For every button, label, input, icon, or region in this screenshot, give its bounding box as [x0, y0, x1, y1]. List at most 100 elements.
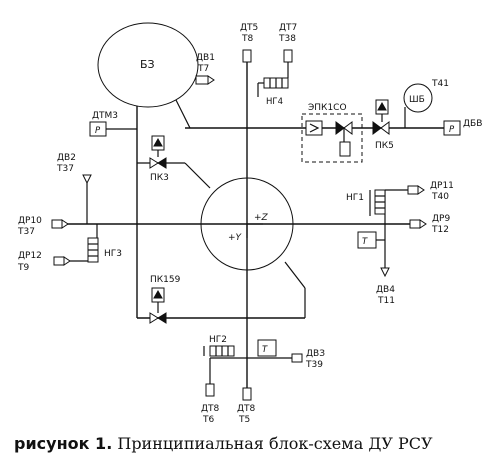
chamber-plus-y: +Y: [228, 233, 243, 243]
caption-text: Принципиальная блок-схема ДУ РСУ: [117, 434, 433, 453]
ng2-label: НГ2: [209, 335, 227, 345]
gauge-dtm3: ДТМ3 P: [89, 111, 137, 137]
pk159-label: ПК159: [150, 275, 181, 285]
dt8b-sensor-icon: [242, 387, 252, 401]
t40-label: Т40: [431, 192, 449, 202]
dbv-label: ДБВ: [463, 119, 482, 129]
t7-label: Т7: [197, 64, 209, 74]
dt5-sensor-icon: [242, 49, 252, 63]
sensor-dt8-b: ДТ8 Т5: [237, 387, 256, 425]
valve-pk159: ПК159: [149, 275, 181, 324]
sensor-dt8-a: ДТ8 Т6: [201, 383, 220, 425]
dr12-label: ДР12: [18, 251, 42, 261]
pk3-label: ПК3: [150, 173, 169, 183]
pk159-diag: [284, 261, 306, 289]
t8-top-label: Т8: [241, 34, 253, 44]
sensor-dr11: ДР11 Т40: [407, 181, 454, 202]
sensor-dv1: ДВ1 Т7: [195, 53, 215, 85]
ng3-label: НГ3: [104, 249, 122, 259]
tank-shb-shape: [403, 83, 433, 113]
dv4-label: ДВ4: [376, 285, 395, 295]
sensor-dt5: ДТ5 Т8: [240, 23, 258, 63]
sensor-dv2: ДВ2 Т37: [56, 153, 92, 185]
dr12-sensor-icon: [53, 256, 65, 266]
pk5-valve-icon: [372, 121, 382, 135]
dv2-label: ДВ2: [57, 153, 76, 163]
bottom-block: Т: [257, 339, 277, 357]
pk159-valve-icon: [149, 312, 159, 324]
heater-ng2: НГ2: [203, 335, 235, 357]
sensor-dt7: ДТ7 Т38: [278, 23, 297, 63]
t37-top-label: Т37: [56, 164, 74, 174]
heater-ng4: НГ4: [257, 77, 289, 107]
figure-caption: рисунок 1. Принципиальная блок-схема ДУ …: [14, 434, 484, 460]
t41-label: Т41: [431, 79, 449, 89]
dv4-sensor-icon: [380, 267, 390, 278]
valve-pk3: ПК3: [149, 135, 169, 183]
gauge-dbv: P ДБВ: [443, 119, 482, 136]
dr11-sensor-icon: [407, 185, 419, 195]
t9-label: Т9: [17, 263, 29, 273]
dt8a-sensor-icon: [205, 383, 215, 397]
t6-label: Т6: [202, 415, 214, 425]
sensor-dr10: ДР10 Т37: [17, 216, 69, 237]
epk1so-label: ЭПК1СО: [308, 103, 347, 113]
combustion-chamber: +Z +Y: [200, 177, 294, 271]
tank-b3: БЗ: [97, 22, 199, 108]
tank-shb: Т41 ШБ: [403, 79, 449, 113]
svg-text:Т: Т: [362, 237, 368, 247]
svg-text:P: P: [449, 125, 455, 135]
dv3-label: ДВЗ: [306, 349, 325, 359]
dr9-label: ДР9: [432, 214, 450, 224]
ng4-label: НГ4: [266, 97, 283, 107]
caption-prefix: рисунок 1.: [14, 434, 113, 453]
shb-label: ШБ: [409, 95, 425, 105]
dr11-label: ДР11: [430, 181, 454, 191]
heater-ng1: НГ1: [346, 189, 386, 216]
epk1so-frame: [301, 113, 363, 163]
tank-b3-shape: [97, 22, 199, 108]
chamber-plus-z: +Z: [254, 213, 269, 223]
sensor-dr9: ДР9 Т12: [409, 214, 450, 235]
ng1-label: НГ1: [346, 193, 364, 203]
t37-left-label: Т37: [17, 227, 35, 237]
tank-b3-label: БЗ: [140, 58, 155, 71]
dt8a-label: ДТ8: [201, 404, 220, 414]
t12-label: Т12: [431, 225, 449, 235]
epk1so-valve-icon: [335, 121, 345, 135]
svg-text:P: P: [95, 126, 101, 136]
pk3-diag-line: [184, 162, 211, 189]
dt5-label: ДТ5: [240, 23, 258, 33]
right-block: Т: [357, 231, 385, 249]
dt8b-label: ДТ8: [237, 404, 256, 414]
t39-label: Т39: [305, 360, 323, 370]
dr9-sensor-icon: [409, 219, 421, 229]
dt7-sensor-icon: [283, 49, 293, 63]
t5-label: Т5: [238, 415, 250, 425]
t38-label: Т38: [278, 34, 296, 44]
bottom-block-icon: [257, 339, 277, 357]
dtm3-label: ДТМ3: [92, 111, 118, 121]
dv2-sensor-icon: [82, 174, 92, 185]
pk5-label: ПК5: [375, 141, 394, 151]
heater-ng3: НГ3: [87, 237, 122, 263]
dv1-label: ДВ1: [196, 53, 215, 63]
epk1so-solenoid-icon: [305, 120, 323, 136]
dv1-sensor-icon: [195, 75, 209, 85]
dr10-label: ДР10: [18, 216, 42, 226]
dr10-sensor-icon: [51, 219, 63, 229]
tank-outlet-line: [174, 97, 191, 129]
block-diagram: БЗ +Z +Y ДТ5 Т8 ДТ7 Т38 НГ4 ДВ1 Т7: [17, 22, 482, 425]
sensor-dr12: ДР12 Т9: [17, 251, 71, 273]
svg-text:Т: Т: [262, 345, 268, 355]
pk3-valve-icon: [149, 157, 159, 169]
sensor-dv4: ДВ4 Т11: [376, 267, 395, 306]
t11-label: Т11: [377, 296, 395, 306]
sensor-dv3: ДВЗ Т39: [291, 349, 325, 370]
valve-epk1so: ЭПК1СО: [301, 103, 363, 163]
dv3-sensor-icon: [291, 353, 303, 363]
dbv-gauge-icon: [443, 120, 461, 136]
valve-pk5: ПК5: [372, 99, 394, 151]
dt7-label: ДТ7: [279, 23, 297, 33]
